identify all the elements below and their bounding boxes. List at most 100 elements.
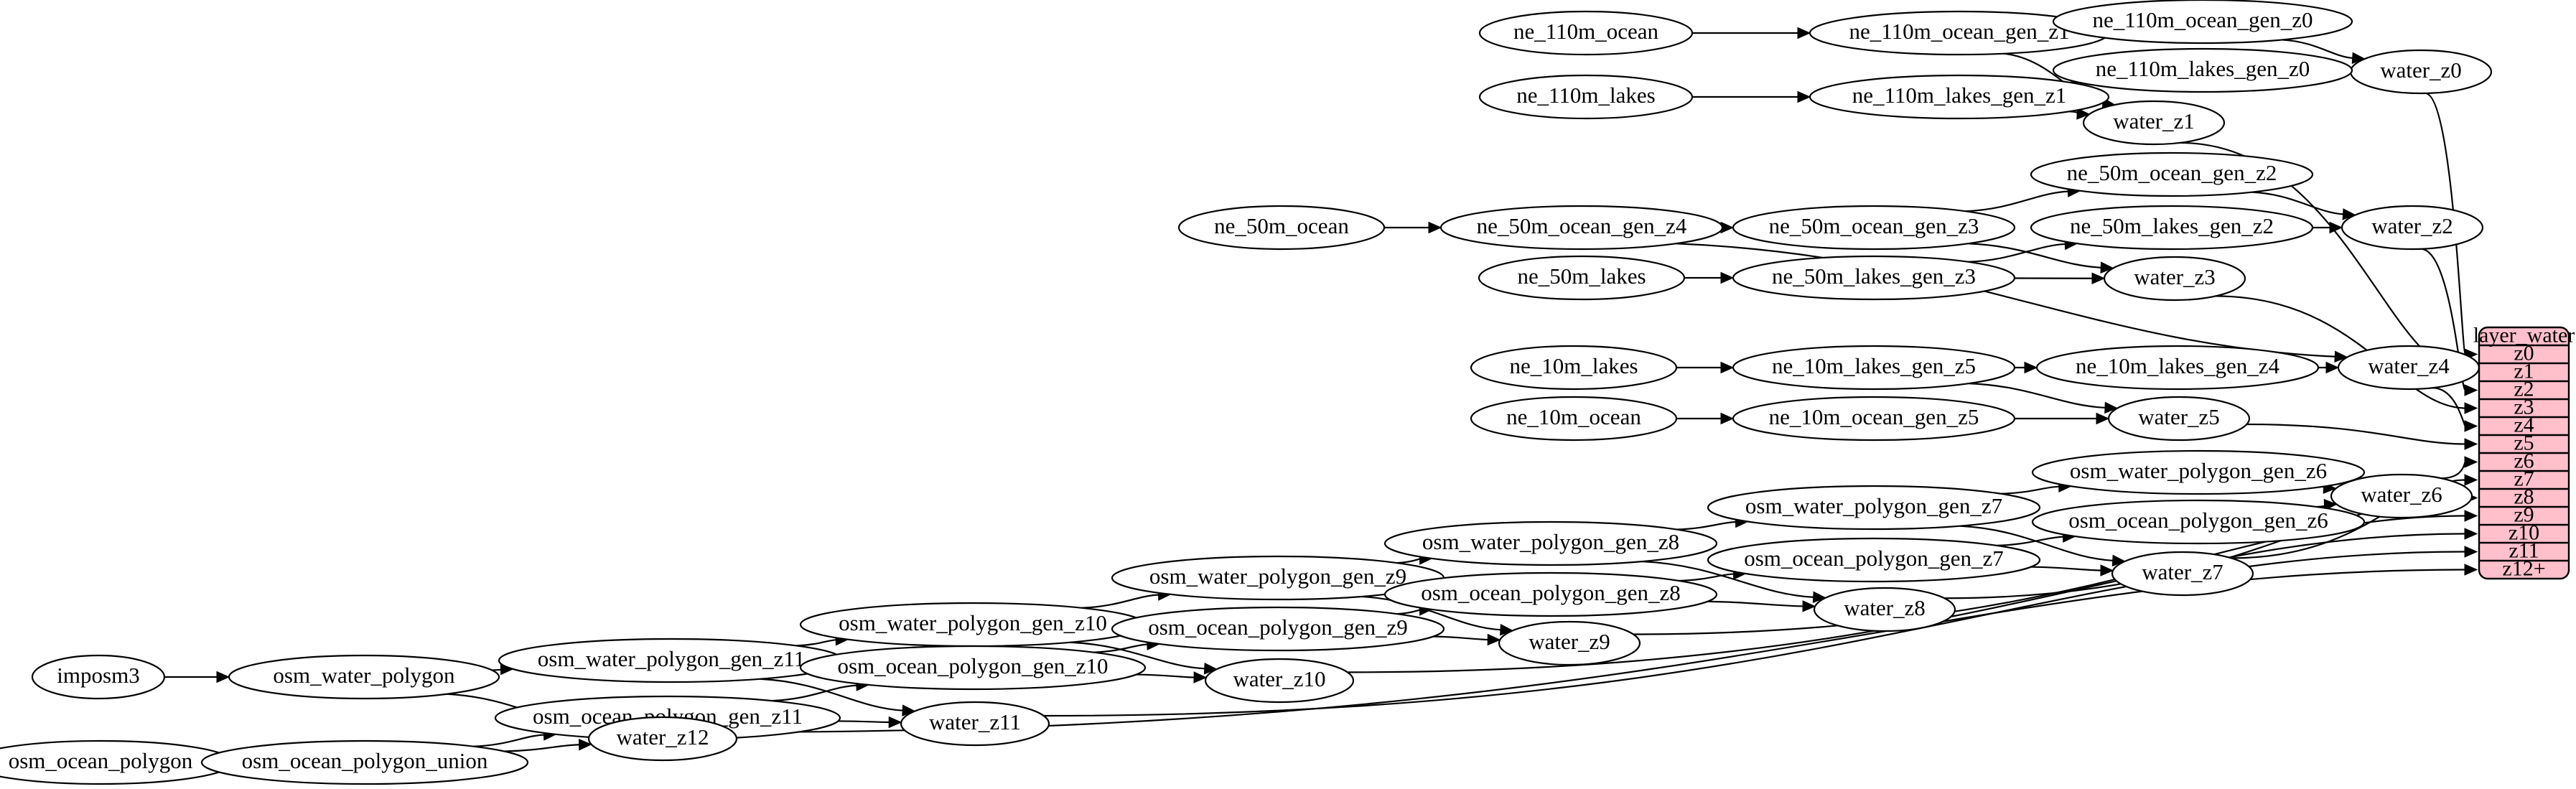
node-label-ne_110m_ocean_gen_z1: ne_110m_ocean_gen_z1 <box>1849 19 2069 44</box>
edge-osm_ocean_polygon_union-to-water_z12 <box>504 744 580 752</box>
node-label-osm_water_polygon: osm_water_polygon <box>273 663 455 688</box>
graph-node-water_z0[interactable]: water_z0 <box>2349 49 2493 95</box>
arrowhead-icon <box>2024 361 2038 374</box>
node-label-water_z12: water_z12 <box>616 724 709 750</box>
graph-node-water_z10[interactable]: water_z10 <box>1204 658 1355 704</box>
node-ellipse-water_z5 <box>2107 396 2251 442</box>
edge-osm_water_polygon_gen_z8-to-osm_water_polygon_gen_z7 <box>1676 520 1737 531</box>
arrowhead-icon <box>1720 271 1735 284</box>
graph-node-water_z7[interactable]: water_z7 <box>2111 551 2254 597</box>
graph-node-ne_50m_ocean_gen_z4[interactable]: ne_50m_ocean_gen_z4 <box>1439 205 1724 251</box>
edge-ne_10m_lakes_gen_z5-to-water_z5 <box>1969 383 2106 409</box>
graph-node-osm_ocean_polygon_gen_z10[interactable]: osm_ocean_polygon_gen_z10 <box>799 645 1147 691</box>
graph-node-ne_110m_lakes[interactable]: ne_110m_lakes <box>1478 74 1694 120</box>
arrowhead-icon <box>2464 474 2478 486</box>
graph-node-ne_50m_lakes_gen_z2[interactable]: ne_50m_lakes_gen_z2 <box>2030 205 2314 251</box>
node-label-ne_10m_lakes: ne_10m_lakes <box>1509 353 1638 378</box>
graph-node-ne_50m_ocean_gen_z3[interactable]: ne_50m_ocean_gen_z3 <box>1732 205 2016 251</box>
node-label-ne_110m_ocean: ne_110m_ocean <box>1513 19 1658 44</box>
graph-node-ne_50m_ocean[interactable]: ne_50m_ocean <box>1177 205 1386 251</box>
graph-node-osm_ocean_polygon_gen_z9[interactable]: osm_ocean_polygon_gen_z9 <box>1111 606 1445 652</box>
edge-osm_water_polygon_gen_z7-to-water_z7 <box>1959 525 2114 562</box>
graph-node-ne_50m_lakes_gen_z3[interactable]: ne_50m_lakes_gen_z3 <box>1732 255 2016 301</box>
node-ellipse-imposm3 <box>31 654 166 700</box>
graph-node-ne_110m_ocean_gen_z0[interactable]: ne_110m_ocean_gen_z0 <box>2052 0 2353 45</box>
arrowhead-icon <box>2464 420 2478 432</box>
graph-node-water_z4[interactable]: water_z4 <box>2337 345 2481 391</box>
graph-node-ne_110m_ocean[interactable]: ne_110m_ocean <box>1478 10 1694 56</box>
node-label-osm_ocean_polygon_gen_z6: osm_ocean_polygon_gen_z6 <box>2068 508 2328 533</box>
node-label-osm_ocean_polygon_gen_z8: osm_ocean_polygon_gen_z8 <box>1421 580 1681 605</box>
graph-node-water_z9[interactable]: water_z9 <box>1498 620 1641 666</box>
graph-node-ne_110m_ocean_gen_z1[interactable]: ne_110m_ocean_gen_z1 <box>1809 10 2110 56</box>
node-label-osm_ocean_polygon_gen_z7: osm_ocean_polygon_gen_z7 <box>1744 546 2004 571</box>
edge-osm_ocean_polygon_gen_z7-to-osm_ocean_polygon_gen_z6 <box>1997 536 2064 546</box>
edge-water_z4-to-layer_water_z4 <box>2432 387 2467 427</box>
edge-osm_water_polygon_gen_z9-to-osm_water_polygon_gen_z8 <box>1396 558 1421 564</box>
graph-node-ne_10m_ocean[interactable]: ne_10m_ocean <box>1470 396 1678 442</box>
arrowhead-icon <box>216 671 230 683</box>
node-label-ne_50m_lakes: ne_50m_lakes <box>1517 263 1646 289</box>
graph-node-osm_water_polygon_gen_z11[interactable]: osm_water_polygon_gen_z11 <box>498 638 845 683</box>
graph-node-osm_water_polygon_gen_z9[interactable]: osm_water_polygon_gen_z9 <box>1111 555 1445 601</box>
graph-node-osm_ocean_polygon_union[interactable]: osm_ocean_polygon_union <box>200 739 529 785</box>
graph-node-water_z1[interactable]: water_z1 <box>2082 100 2226 146</box>
node-label-osm_water_polygon_gen_z6: osm_water_polygon_gen_z6 <box>2070 458 2327 483</box>
edge-osm_water_polygon_gen_z11-to-water_z11 <box>760 678 904 711</box>
graph-node-ne_110m_lakes_gen_z1[interactable]: ne_110m_lakes_gen_z1 <box>1809 74 2110 120</box>
record-row-z11: z11 <box>2509 538 2539 562</box>
graph-node-ne_50m_ocean_gen_z2[interactable]: ne_50m_ocean_gen_z2 <box>2030 151 2314 197</box>
edge-ne_50m_ocean_gen_z3-to-ne_50m_ocean_gen_z2 <box>1965 190 2069 213</box>
graph-node-osm_ocean_polygon_gen_z6[interactable]: osm_ocean_polygon_gen_z6 <box>2031 499 2366 545</box>
node-label-osm_ocean_polygon_gen_z10: osm_ocean_polygon_gen_z10 <box>837 653 1108 678</box>
arrowhead-icon <box>1797 27 1811 39</box>
node-label-osm_water_polygon_gen_z8: osm_water_polygon_gen_z8 <box>1422 529 1679 554</box>
node-ellipse-ne_50m_lakes <box>1478 255 1686 301</box>
graph-node-ne_10m_lakes_gen_z5[interactable]: ne_10m_lakes_gen_z5 <box>1732 345 2016 391</box>
graph-node-water_z3[interactable]: water_z3 <box>2103 256 2246 302</box>
graph-node-ne_10m_lakes_gen_z4[interactable]: ne_10m_lakes_gen_z4 <box>2035 345 2320 391</box>
node-ellipse-water_z3 <box>2103 256 2246 302</box>
arrowhead-icon <box>2100 261 2114 274</box>
record-row-z8: z8 <box>2514 485 2534 508</box>
graph-node-osm_ocean_polygon_gen_z8[interactable]: osm_ocean_polygon_gen_z8 <box>1383 571 1718 617</box>
edge-osm_ocean_polygon_gen_z7-to-water_z7 <box>2030 566 2102 571</box>
edge-water_z11-to-layer_water_z11 <box>1043 551 2466 717</box>
edge-osm_water_polygon_gen_z9-to-water_z9 <box>1361 595 1502 631</box>
edge-osm_water_polygon_gen_z11-to-osm_water_polygon_gen_z10 <box>795 639 837 647</box>
graph-node-water_z11[interactable]: water_z11 <box>900 701 1050 747</box>
graph-node-ne_10m_lakes[interactable]: ne_10m_lakes <box>1470 345 1678 391</box>
graph-node-water_z12[interactable]: water_z12 <box>587 716 738 762</box>
arrowhead-icon <box>2104 401 2119 414</box>
graph-node-ne_10m_ocean_gen_z5[interactable]: ne_10m_ocean_gen_z5 <box>1732 396 2016 442</box>
node-ellipse-water_z11 <box>900 701 1050 747</box>
record-row-z3: z3 <box>2514 395 2534 419</box>
graph-node-water_z2[interactable]: water_z2 <box>2341 205 2484 251</box>
graph-node-water_z6[interactable]: water_z6 <box>2330 473 2473 519</box>
arrowhead-icon <box>1193 671 1208 683</box>
node-label-ne_50m_ocean_gen_z4: ne_50m_ocean_gen_z4 <box>1477 213 1687 238</box>
graph-node-ne_50m_lakes[interactable]: ne_50m_lakes <box>1478 255 1686 301</box>
node-label-osm_ocean_polygon_union: osm_ocean_polygon_union <box>242 748 488 773</box>
graph-node-osm_ocean_polygon[interactable]: osm_ocean_polygon <box>0 739 235 785</box>
node-label-ne_10m_lakes_gen_z5: ne_10m_lakes_gen_z5 <box>1772 353 1976 378</box>
arrowhead-icon <box>2096 412 2110 425</box>
node-label-ne_110m_lakes_gen_z1: ne_110m_lakes_gen_z1 <box>1852 83 2066 108</box>
graph-node-osm_water_polygon_gen_z8[interactable]: osm_water_polygon_gen_z8 <box>1383 520 1718 566</box>
record-row-z4: z4 <box>2514 413 2534 436</box>
graph-node-osm_water_polygon[interactable]: osm_water_polygon <box>228 654 500 700</box>
arrowhead-icon <box>1428 221 1442 234</box>
graph-node-osm_water_polygon_gen_z7[interactable]: osm_water_polygon_gen_z7 <box>1707 485 2041 531</box>
graph-node-water_z5[interactable]: water_z5 <box>2107 396 2251 442</box>
record-row-z6: z6 <box>2514 449 2534 472</box>
graph-node-imposm3[interactable]: imposm3 <box>31 654 166 700</box>
node-ellipse-water_z9 <box>1498 620 1641 666</box>
node-label-water_z3: water_z3 <box>2134 264 2216 289</box>
node-label-ne_10m_ocean_gen_z5: ne_10m_ocean_gen_z5 <box>1769 404 1979 429</box>
graph-node-osm_water_polygon_gen_z6[interactable]: osm_water_polygon_gen_z6 <box>2031 449 2366 495</box>
graph-node-ne_110m_lakes_gen_z0[interactable]: ne_110m_lakes_gen_z0 <box>2052 47 2353 93</box>
graph-node-water_z8[interactable]: water_z8 <box>1813 587 1956 632</box>
graph-node-osm_ocean_polygon_gen_z7[interactable]: osm_ocean_polygon_gen_z7 <box>1707 537 2041 583</box>
graph-node-osm_water_polygon_gen_z10[interactable]: osm_water_polygon_gen_z10 <box>799 602 1147 648</box>
